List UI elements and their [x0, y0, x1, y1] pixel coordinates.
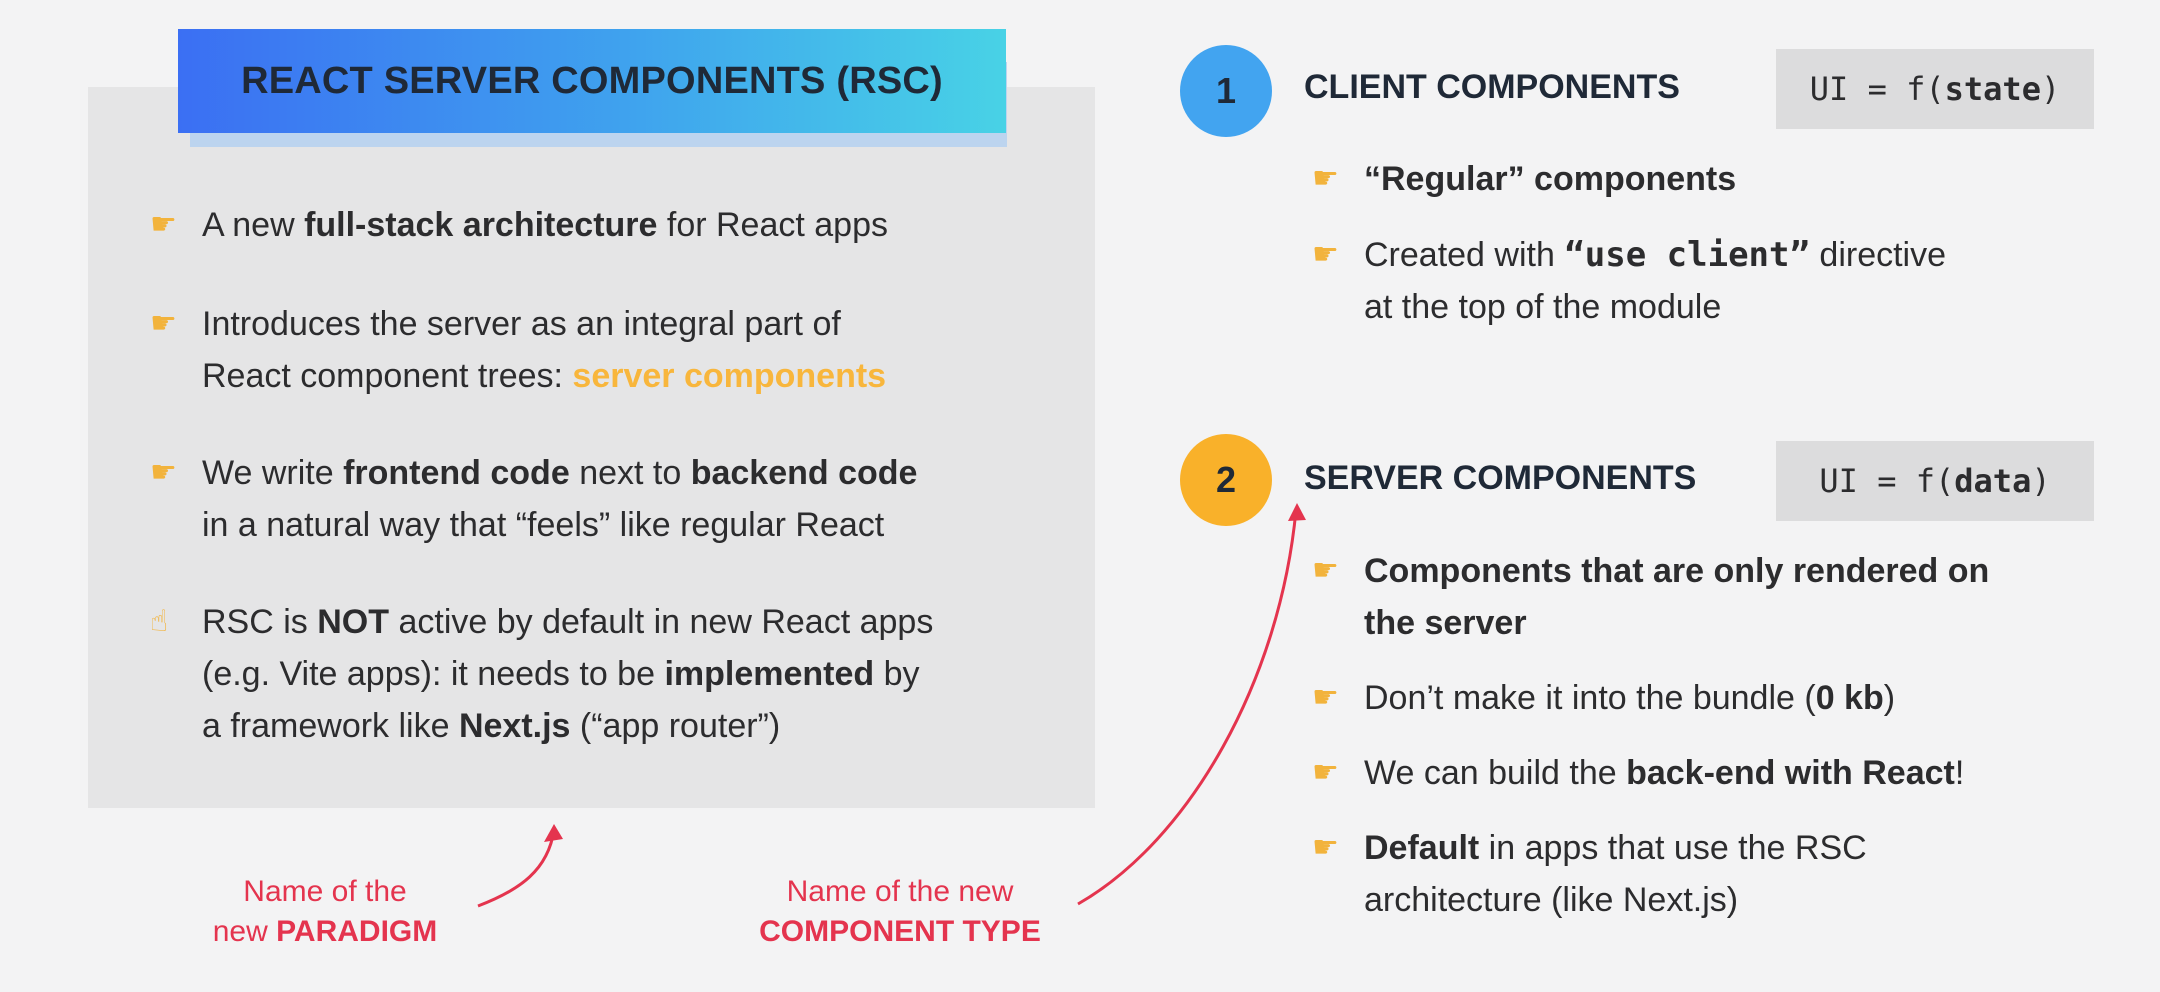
formula-bold: data	[1954, 462, 2032, 500]
server-components-highlight: server components	[572, 357, 887, 395]
bullet-text: next to	[569, 454, 691, 492]
bullet-text: architecture (like Next.js)	[1364, 881, 1739, 919]
page-title: REACT SERVER COMPONENTS (RSC)	[241, 59, 943, 102]
paradigm-arrow	[477, 829, 556, 908]
annotation-text: Name of the new	[786, 875, 1014, 908]
bullet-text: We write	[202, 454, 344, 492]
bullet-bold-text: full-stack architecture	[304, 206, 658, 244]
pointing-hand-icon: ☛	[1312, 162, 1339, 195]
formula-text: )	[2031, 462, 2051, 500]
bullet-text: Created with	[1364, 236, 1565, 274]
pointing-hand-icon: ☛	[1312, 831, 1339, 864]
paradigm-annotation: Name of the new PARADIGM	[160, 872, 490, 952]
bullet-bold-text: implemented	[664, 655, 875, 693]
bullet-text: in a natural way that “feels” like regul…	[202, 506, 885, 544]
left-bullet-4: ☝ RSC is NOT active by default in new Re…	[150, 596, 1070, 752]
title-banner: REACT SERVER COMPONENTS (RSC)	[178, 29, 1006, 133]
number-badge-1: 1	[1180, 45, 1272, 137]
bullet-text: RSC is	[202, 603, 318, 641]
bullet-text: Don’t make it into the bundle (	[1364, 679, 1816, 717]
pointing-hand-icon: ☛	[1312, 554, 1339, 587]
annotation-bold: PARADIGM	[276, 915, 438, 948]
formula-text: UI = f(	[1819, 462, 1955, 500]
use-client-code: “use client”	[1564, 235, 1810, 275]
pointing-hand-icon: ☛	[150, 307, 177, 340]
formula-text: )	[2040, 70, 2061, 108]
annotation-text: new	[212, 915, 277, 948]
component-type-arrow	[1077, 509, 1298, 906]
bullet-bold-text: “Regular” components	[1364, 160, 1737, 198]
bullet-text: Introduces the server as an integral par…	[202, 305, 841, 343]
annotation-text: Name of the	[243, 875, 407, 908]
bullet-bold-text: backend code	[690, 454, 918, 492]
bullet-bold-text: frontend code	[343, 454, 570, 492]
bullet-text: directive	[1809, 236, 1947, 274]
bullet-text: !	[1954, 754, 1965, 792]
index-finger-up-icon: ☝	[150, 605, 169, 638]
server-bullet-4: ☛ Default in apps that use the RSC archi…	[1312, 822, 2112, 926]
paradigm-arrowhead	[544, 824, 563, 842]
bullet-text: (“app router”)	[570, 707, 781, 745]
bullet-text: for React apps	[657, 206, 888, 244]
bullet-text: We can build the	[1364, 754, 1627, 792]
bullet-text: A new	[202, 206, 305, 244]
pointing-hand-icon: ☛	[1312, 681, 1339, 714]
bullet-text: active by default in new React apps	[389, 603, 934, 641]
bullet-text: by	[874, 655, 920, 693]
left-bullet-2: ☛ Introduces the server as an integral p…	[150, 298, 1070, 402]
bullet-text: at the top of the module	[1364, 288, 1722, 326]
component-type-annotation: Name of the new COMPONENT TYPE	[720, 872, 1080, 952]
annotation-bold: COMPONENT TYPE	[759, 915, 1041, 948]
pointing-hand-icon: ☛	[150, 208, 177, 241]
bullet-bold-text: Components that are only rendered on	[1364, 552, 1990, 590]
pointing-hand-icon: ☛	[1312, 238, 1339, 271]
bullet-text: in apps that use the RSC	[1479, 829, 1867, 867]
bullet-bold-text: Default	[1364, 829, 1480, 867]
bullet-bold-text: Next.js	[458, 707, 571, 745]
formula-bold: state	[1944, 70, 2041, 108]
left-bullet-1: ☛ A new full-stack architecture for Reac…	[150, 199, 1070, 251]
pointing-hand-icon: ☛	[150, 456, 177, 489]
server-bullet-1: ☛ Components that are only rendered on t…	[1312, 545, 2112, 649]
rsc-panel	[88, 87, 1095, 808]
component-type-arrowhead	[1288, 503, 1306, 521]
bullet-text: a framework like	[202, 707, 459, 745]
bullet-bold-text: back-end with React	[1626, 754, 1955, 792]
server-bullet-3: ☛ We can build the back-end with React!	[1312, 747, 2112, 799]
client-formula: UI = f(state)	[1776, 49, 2094, 129]
server-components-heading: SERVER COMPONENTS	[1304, 459, 1697, 497]
client-bullet-1: ☛ “Regular” components	[1312, 153, 2072, 205]
bullet-bold-text: the server	[1364, 604, 1527, 642]
client-components-heading: CLIENT COMPONENTS	[1304, 68, 1680, 106]
client-bullet-2: ☛ Created with “use client” directive at…	[1312, 229, 2112, 333]
number-badge-2: 2	[1180, 434, 1272, 526]
bullet-bold-text: NOT	[317, 603, 390, 641]
left-bullet-3: ☛ We write frontend code next to backend…	[150, 447, 1070, 551]
bullet-text: (e.g. Vite apps): it needs to be	[202, 655, 665, 693]
server-bullet-2: ☛ Don’t make it into the bundle (0 kb)	[1312, 672, 2112, 724]
bullet-text: )	[1883, 679, 1896, 717]
server-formula: UI = f(data)	[1776, 441, 2094, 521]
formula-text: UI = f(	[1809, 70, 1945, 108]
pointing-hand-icon: ☛	[1312, 756, 1339, 789]
bullet-text: React component trees:	[202, 357, 573, 395]
bullet-bold-text: 0 kb	[1815, 679, 1884, 717]
